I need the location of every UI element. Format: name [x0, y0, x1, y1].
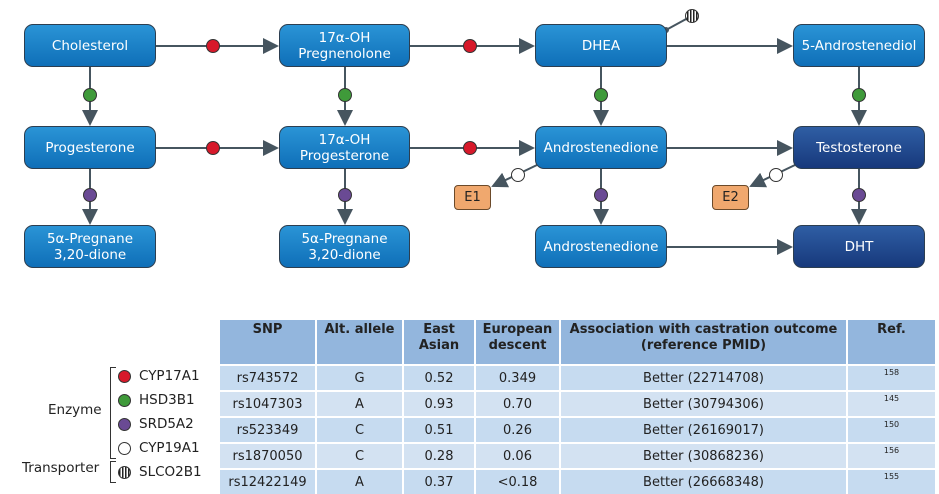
- gene-label: CYP19A1: [139, 440, 200, 456]
- header-east-asian: East Asian: [404, 320, 476, 364]
- node-17oh-progesterone: 17α-OH Progesterone: [279, 126, 410, 169]
- group-label-enzyme: Enzyme: [48, 402, 102, 418]
- table-cell: 0.70: [476, 390, 561, 416]
- table-cell: Better (26668348): [561, 468, 848, 494]
- header-alt-allele: Alt. allele: [317, 320, 404, 364]
- white-dot-icon: [118, 441, 131, 455]
- gene-label: CYP17A1: [139, 368, 200, 384]
- gene-label: SLCO2B1: [139, 464, 202, 480]
- table-cell: Better (22714708): [561, 364, 848, 390]
- table-cell: A: [317, 468, 404, 494]
- table-cell: A: [317, 390, 404, 416]
- table-cell: 158: [848, 364, 937, 390]
- purple-dot-icon: [118, 417, 131, 431]
- table-cell: Better (30794306): [561, 390, 848, 416]
- cyp19a1-dot: [769, 168, 783, 182]
- red-dot-icon: [118, 369, 131, 383]
- cyp19a1-dot: [511, 168, 525, 182]
- legend-item: CYP19A1: [118, 436, 218, 460]
- hsd3b1-dot: [338, 88, 352, 102]
- node-5a-pregnane-1: 5α-Pregnane 3,20-dione: [24, 225, 156, 268]
- hsd3b1-dot: [594, 88, 608, 102]
- node-e1: E1: [454, 185, 491, 210]
- striped-dot-icon: [118, 465, 131, 479]
- table-cell: 0.93: [404, 390, 476, 416]
- table-cell: C: [317, 416, 404, 442]
- table-cell: 0.26: [476, 416, 561, 442]
- node-androstenedione: Androstenedione: [535, 126, 667, 169]
- table-cell: 0.51: [404, 416, 476, 442]
- table-cell: Better (26169017): [561, 416, 848, 442]
- table-cell: rs1870050: [220, 442, 317, 468]
- cyp17a1-dot: [463, 39, 477, 53]
- hsd3b1-dot: [83, 88, 97, 102]
- table-cell: 0.06: [476, 442, 561, 468]
- node-e2: E2: [712, 185, 749, 210]
- green-dot-icon: [118, 393, 131, 407]
- transporter-bracket: [110, 461, 116, 483]
- table-cell: rs1047303: [220, 390, 317, 416]
- cyp17a1-dot: [206, 141, 220, 155]
- table-cell: 0.28: [404, 442, 476, 468]
- srd5a2-dot: [338, 188, 352, 202]
- srd5a2-dot: [594, 188, 608, 202]
- node-dhea: DHEA: [535, 24, 667, 67]
- legend-item: HSD3B1: [118, 388, 218, 412]
- table-cell: rs523349: [220, 416, 317, 442]
- gene-label: HSD3B1: [139, 392, 195, 408]
- cyp17a1-dot: [463, 141, 477, 155]
- table-cell: Better (30868236): [561, 442, 848, 468]
- header-snp: SNP: [220, 320, 317, 364]
- legend-item: SLCO2B1: [118, 460, 218, 484]
- table-cell: 155: [848, 468, 937, 494]
- node-5a-pregnane-2: 5α-Pregnane 3,20-dione: [279, 225, 410, 268]
- srd5a2-dot: [83, 188, 97, 202]
- table-cell: rs12422149: [220, 468, 317, 494]
- table-cell: C: [317, 442, 404, 468]
- table-cell: 0.52: [404, 364, 476, 390]
- legend-item: CYP17A1: [118, 364, 218, 388]
- table-cell: <0.18: [476, 468, 561, 494]
- header-ref: Ref.: [848, 320, 937, 364]
- table-cell: 145: [848, 390, 937, 416]
- node-dht: DHT: [793, 225, 925, 268]
- node-cholesterol: Cholesterol: [24, 24, 156, 67]
- legend-item: SRD5A2: [118, 412, 218, 436]
- table-cell: 0.349: [476, 364, 561, 390]
- node-androstanedione: Androstenedione: [535, 225, 667, 268]
- srd5a2-dot: [852, 188, 866, 202]
- header-association: Association with castration outcome (ref…: [561, 320, 848, 364]
- table-cell: rs743572: [220, 364, 317, 390]
- snp-table: SNP Alt. allele East Asian European desc…: [220, 320, 937, 494]
- gene-label: SRD5A2: [139, 416, 194, 432]
- node-5-androstenediol: 5-Androstenediol: [793, 24, 925, 67]
- enzyme-bracket: [110, 367, 116, 459]
- node-17oh-pregnenolone: 17α-OH Pregnenolone: [279, 24, 410, 67]
- node-progesterone: Progesterone: [24, 126, 156, 169]
- slco2b1-dot: [685, 9, 699, 23]
- node-testosterone: Testosterone: [793, 126, 925, 169]
- table-cell: 0.37: [404, 468, 476, 494]
- pathway-arrows: [82, 9, 867, 255]
- cyp17a1-dot: [206, 39, 220, 53]
- table-cell: 156: [848, 442, 937, 468]
- header-european: European descent: [476, 320, 561, 364]
- hsd3b1-dot: [852, 88, 866, 102]
- group-label-transporter: Transporter: [22, 460, 100, 476]
- table-cell: G: [317, 364, 404, 390]
- table-cell: 150: [848, 416, 937, 442]
